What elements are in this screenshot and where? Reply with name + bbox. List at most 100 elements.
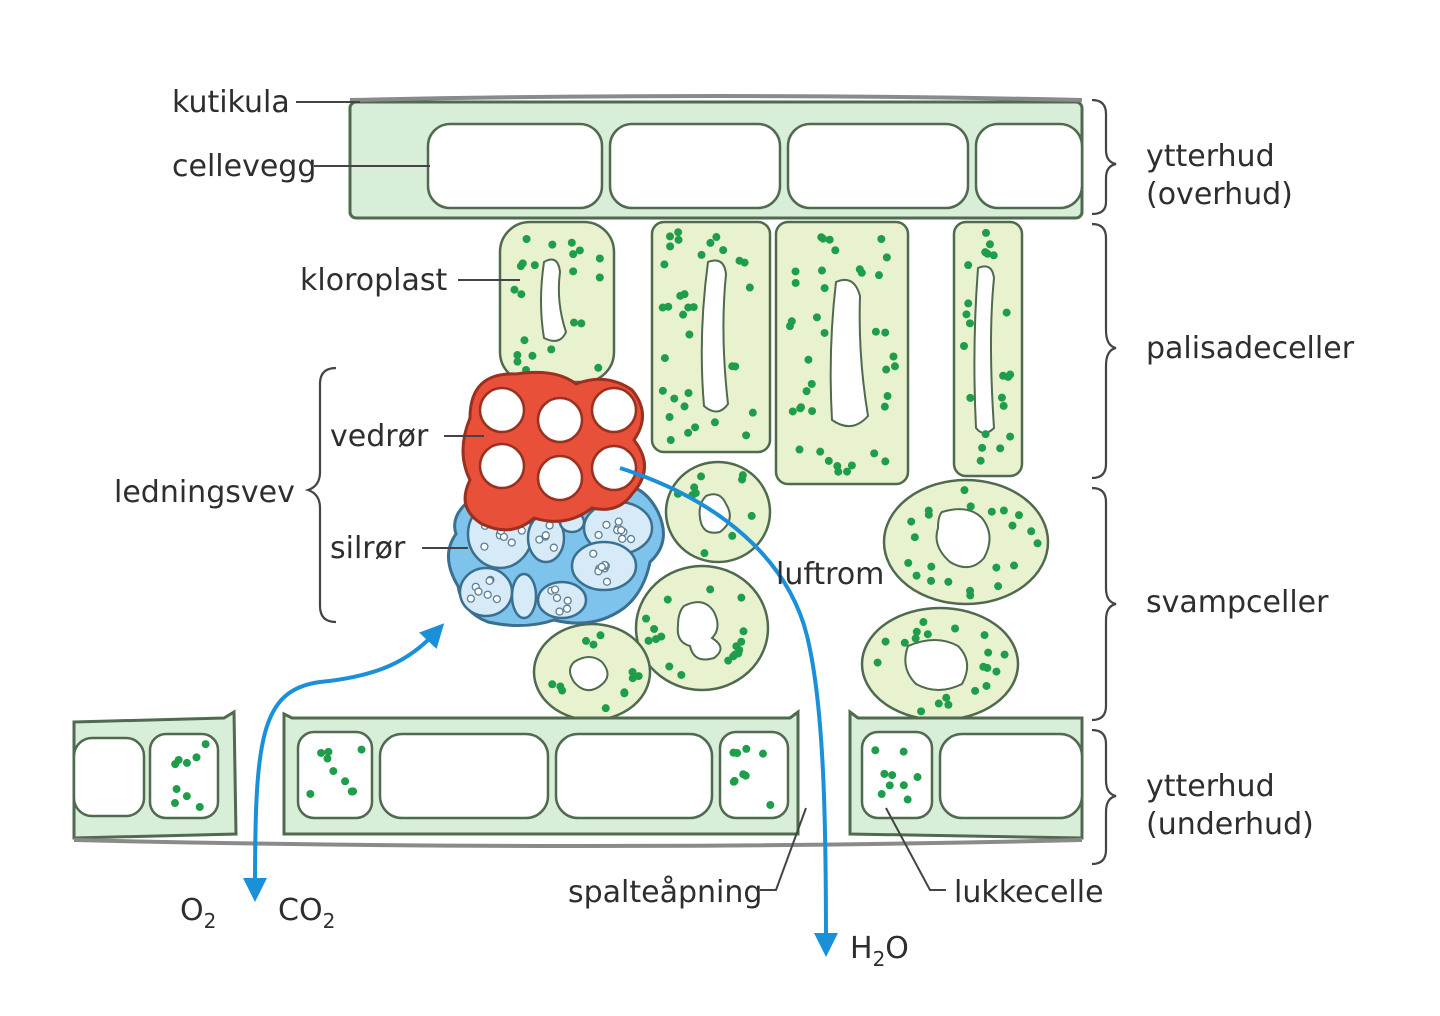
sieve-plate — [550, 585, 560, 594]
brace-ledningsvev — [304, 366, 337, 624]
chloroplast — [700, 549, 709, 558]
chloroplast — [530, 261, 539, 270]
chloroplast — [690, 483, 699, 492]
chloroplast — [628, 668, 637, 677]
chloroplast — [912, 571, 921, 580]
chloroplast — [889, 352, 898, 361]
sieve-plate — [485, 576, 494, 585]
chloroplast — [575, 246, 584, 255]
chloroplast — [982, 681, 991, 690]
sieve-plate — [541, 531, 550, 540]
chloroplast — [966, 502, 975, 511]
sieve-plate — [483, 590, 492, 599]
chloroplast — [341, 777, 350, 786]
chloroplast — [1008, 521, 1017, 530]
chloroplast — [992, 563, 1001, 572]
chloroplast — [871, 327, 880, 336]
chloroplast — [824, 456, 833, 465]
chloroplast — [900, 638, 909, 647]
chloroplast — [870, 449, 879, 458]
sieve-plate — [602, 520, 611, 530]
lower-epidermis-cell — [72, 736, 146, 818]
gas-arrows — [243, 466, 838, 957]
chloroplast — [664, 302, 673, 311]
chloroplast — [324, 747, 333, 756]
chloroplast — [518, 259, 527, 268]
chloroplast — [1014, 511, 1023, 520]
chloroplast — [620, 688, 629, 697]
upper-epidermis-cell — [786, 122, 970, 210]
chloroplast — [882, 365, 891, 374]
chloroplast — [306, 789, 315, 798]
chloroplast — [984, 648, 993, 657]
chloroplast — [804, 355, 813, 364]
palisade-layer — [498, 220, 1024, 486]
chloroplast — [857, 268, 866, 277]
leader-lukkecelle — [885, 807, 946, 891]
chloroplast — [962, 310, 971, 319]
chloroplast — [888, 771, 897, 780]
sieve-plate — [507, 538, 516, 547]
chloroplast — [834, 467, 843, 476]
label-svampceller: svampceller — [1146, 585, 1329, 620]
chloroplast — [660, 354, 669, 363]
chloroplast — [881, 637, 890, 646]
chloroplast — [595, 273, 604, 282]
chloroplast — [201, 740, 210, 749]
chloroplast — [880, 402, 889, 411]
chloroplast — [520, 336, 529, 345]
chloroplast — [873, 658, 882, 667]
chloroplast — [910, 533, 919, 542]
chloroplast — [569, 267, 578, 276]
chloroplast — [989, 251, 998, 260]
chloroplast — [741, 771, 750, 780]
chloroplast — [976, 456, 985, 465]
chloroplast — [650, 624, 659, 633]
chloroplast — [684, 303, 693, 312]
brace-palisade — [1091, 222, 1117, 480]
chloroplast — [816, 447, 825, 456]
xylem-vessel — [590, 386, 638, 434]
chloroplast — [589, 640, 598, 649]
chloroplast — [996, 444, 1005, 453]
chloroplast — [729, 777, 738, 786]
co2-o2-arrow — [243, 623, 445, 902]
chloroplast — [927, 562, 936, 571]
chloroplast — [567, 238, 576, 247]
label-lukkecelle: lukkecelle — [954, 875, 1104, 910]
chloroplast — [871, 746, 880, 755]
chloroplast — [735, 256, 744, 265]
label-h2o: H2O — [850, 931, 909, 971]
chloroplast — [843, 467, 852, 476]
chloroplast — [978, 443, 987, 452]
chloroplast — [182, 792, 191, 801]
chloroplast — [791, 278, 800, 287]
chloroplast — [719, 246, 728, 255]
chloroplast — [999, 401, 1008, 410]
sieve-plate — [555, 607, 564, 616]
chloroplast — [802, 387, 811, 396]
upper-epidermis-cell — [426, 122, 604, 210]
chloroplast — [728, 531, 737, 540]
chloroplast — [577, 319, 586, 328]
chloroplast — [1006, 370, 1015, 379]
guard-cell — [860, 730, 934, 820]
chloroplast — [684, 388, 693, 397]
chloroplast — [1033, 539, 1042, 548]
sieve-plate — [594, 530, 603, 540]
chloroplast — [951, 624, 960, 633]
label-spalteapning: spalteåpning — [568, 875, 762, 910]
label-co2: CO2 — [278, 893, 335, 933]
chloroplast — [665, 662, 674, 671]
vacuole — [829, 278, 870, 427]
vacuole — [935, 508, 991, 569]
chloroplast — [911, 634, 920, 643]
upper-epidermis-cell — [608, 122, 782, 210]
chloroplast — [601, 704, 610, 713]
chloroplast — [548, 240, 557, 249]
chloroplast — [734, 649, 743, 658]
chloroplast — [923, 630, 932, 639]
leader-spalteapning — [760, 807, 807, 891]
xylem-vessel — [590, 444, 638, 492]
